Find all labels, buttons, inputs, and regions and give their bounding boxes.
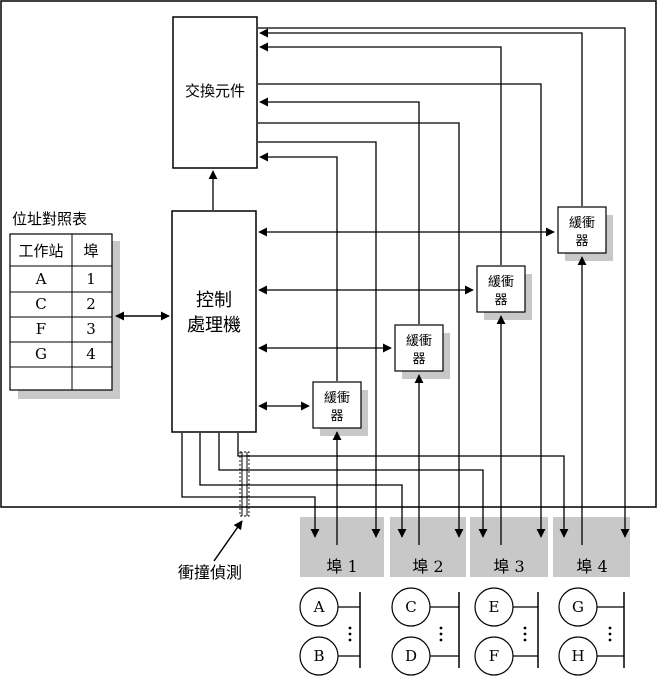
station-node	[299, 636, 339, 676]
station-label: D	[405, 647, 417, 665]
buffer-label: 器	[494, 293, 507, 308]
switch-to-port-links	[258, 27, 630, 538]
buffer-label: 器	[412, 352, 425, 367]
port-label: 埠 4	[576, 557, 607, 576]
ellipsis-icon	[523, 626, 527, 642]
buffer-label: 器	[575, 234, 588, 249]
ellipsis-icon	[608, 626, 612, 642]
table-header-port: 埠	[83, 242, 98, 260]
table-cell: 4	[86, 345, 96, 363]
collision-label: 衝撞偵測	[178, 563, 242, 582]
buffer-3: 緩衝 器	[476, 265, 532, 320]
station-group-3: E F	[474, 587, 539, 676]
station-label: F	[489, 647, 499, 665]
station-node	[391, 587, 431, 627]
buffer-4: 緩衝 器	[557, 206, 613, 261]
table-header-station: 工作站	[18, 242, 63, 260]
table-cell: F	[36, 320, 46, 338]
station-label: G	[572, 598, 584, 616]
table-cell: 3	[86, 320, 96, 338]
table-cell: 1	[86, 270, 96, 288]
station-label: E	[489, 598, 500, 616]
collision-arrow	[213, 520, 243, 562]
buffer-label: 緩衝	[406, 334, 432, 349]
buffer-label: 緩衝	[488, 275, 514, 290]
buffer-to-switch-links	[259, 28, 583, 381]
station-node	[299, 587, 339, 627]
buffer-label: 緩衝	[569, 216, 595, 231]
collision-detector: 衝撞偵測	[178, 451, 250, 582]
controller-label-line1: 控制	[196, 290, 232, 311]
buffer-1: 緩衝 器	[312, 381, 368, 436]
controller-label-line2: 處理機	[187, 315, 241, 336]
switch-label: 交換元件	[185, 82, 245, 100]
table-title: 位址對照表	[12, 210, 87, 228]
port-label: 埠 1	[326, 557, 357, 576]
table-cell: C	[35, 295, 46, 313]
buffer-label: 緩衝	[324, 391, 350, 406]
station-label: H	[571, 647, 584, 665]
port-to-buffer-links	[332, 256, 587, 545]
port-label: 埠 3	[493, 557, 524, 576]
port-label: 埠 2	[412, 557, 443, 576]
control-processor: 控制 處理機	[171, 210, 257, 433]
port-labels: 埠 1 埠 2 埠 3 埠 4	[326, 557, 607, 576]
station-node	[558, 587, 598, 627]
port-area	[300, 517, 630, 577]
station-node	[474, 587, 514, 627]
station-group-1: A B	[299, 587, 361, 676]
switch-element: 交換元件	[172, 16, 258, 169]
table-cell: 2	[86, 295, 96, 313]
controller-to-port-links	[181, 433, 569, 538]
ellipsis-icon	[439, 626, 443, 642]
ellipsis-icon	[348, 626, 352, 642]
station-label: C	[405, 598, 416, 616]
buffer-label: 器	[330, 409, 343, 424]
station-node	[391, 636, 431, 676]
station-node	[558, 636, 598, 676]
address-table: 位址對照表 工作站 埠 A 1 C 2 F 3 G 4	[9, 210, 120, 399]
outer-frame	[0, 0, 657, 508]
controller-buffer-links	[258, 227, 555, 411]
buffer-2: 緩衝 器	[394, 324, 450, 379]
station-group-2: C D	[391, 587, 460, 676]
station-label: B	[313, 647, 324, 665]
station-node	[474, 636, 514, 676]
table-cell: G	[35, 345, 47, 363]
station-label: A	[313, 598, 325, 616]
table-cell: A	[35, 270, 47, 288]
station-group-4: G H	[558, 587, 625, 676]
